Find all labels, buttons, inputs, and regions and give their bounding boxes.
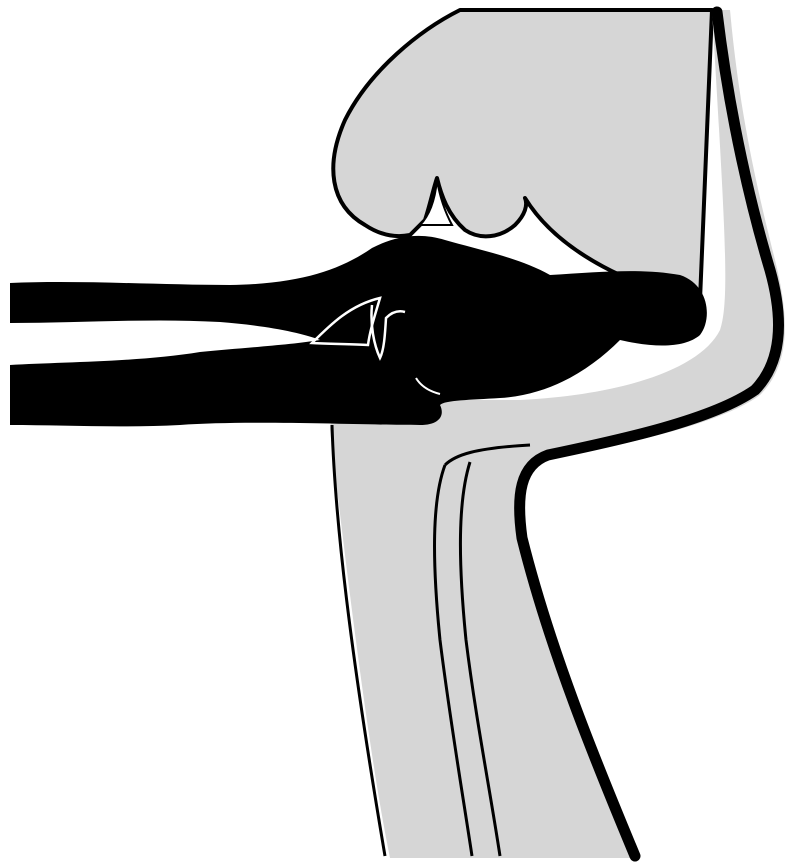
illustration-canvas xyxy=(0,0,797,863)
anatomical-diagram xyxy=(0,0,797,863)
